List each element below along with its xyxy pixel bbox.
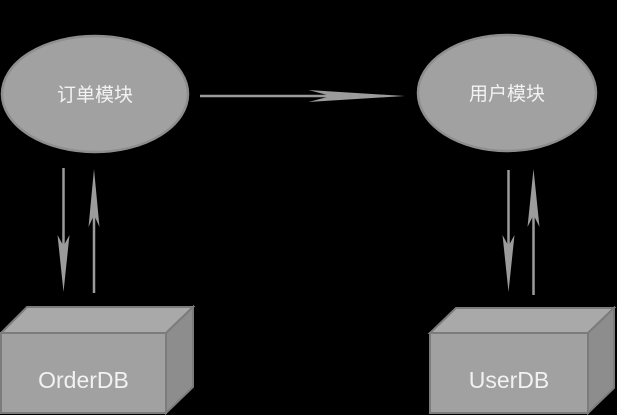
user-module-label: 用户模块: [469, 83, 545, 105]
arrow-head-up-icon: [527, 169, 540, 227]
arrow-head-right-icon: [308, 90, 405, 102]
order-module-to-orderdb-arrow: [57, 168, 70, 292]
user-module-to-userdb-arrow: [502, 170, 515, 292]
arrow-head-up-icon: [88, 169, 100, 227]
order-module-node: 订单模块: [0, 34, 190, 154]
userdb-top-face: [427, 307, 617, 334]
orderdb-label: OrderDB: [38, 367, 129, 393]
order-module-label: 订单模块: [57, 84, 133, 106]
userdb-box: UserDB: [427, 305, 617, 415]
arrow-head-down-icon: [57, 235, 70, 292]
user-module-ellipse: [416, 33, 598, 153]
userdb-front-face: [429, 332, 589, 414]
userdb-to-user-module-arrow: [527, 169, 540, 295]
orderdb-front-face: [0, 332, 167, 414]
order-to-user-arrow: [200, 90, 405, 102]
order-module-ellipse: [0, 34, 190, 154]
userdb-label: UserDB: [469, 367, 550, 393]
arrow-head-down-icon: [502, 235, 515, 292]
user-module-node: 用户模块: [416, 33, 598, 153]
orderdb-top-face: [0, 306, 196, 334]
orderdb-to-order-module-arrow: [88, 169, 100, 293]
orderdb-box: OrderDB: [0, 304, 196, 415]
